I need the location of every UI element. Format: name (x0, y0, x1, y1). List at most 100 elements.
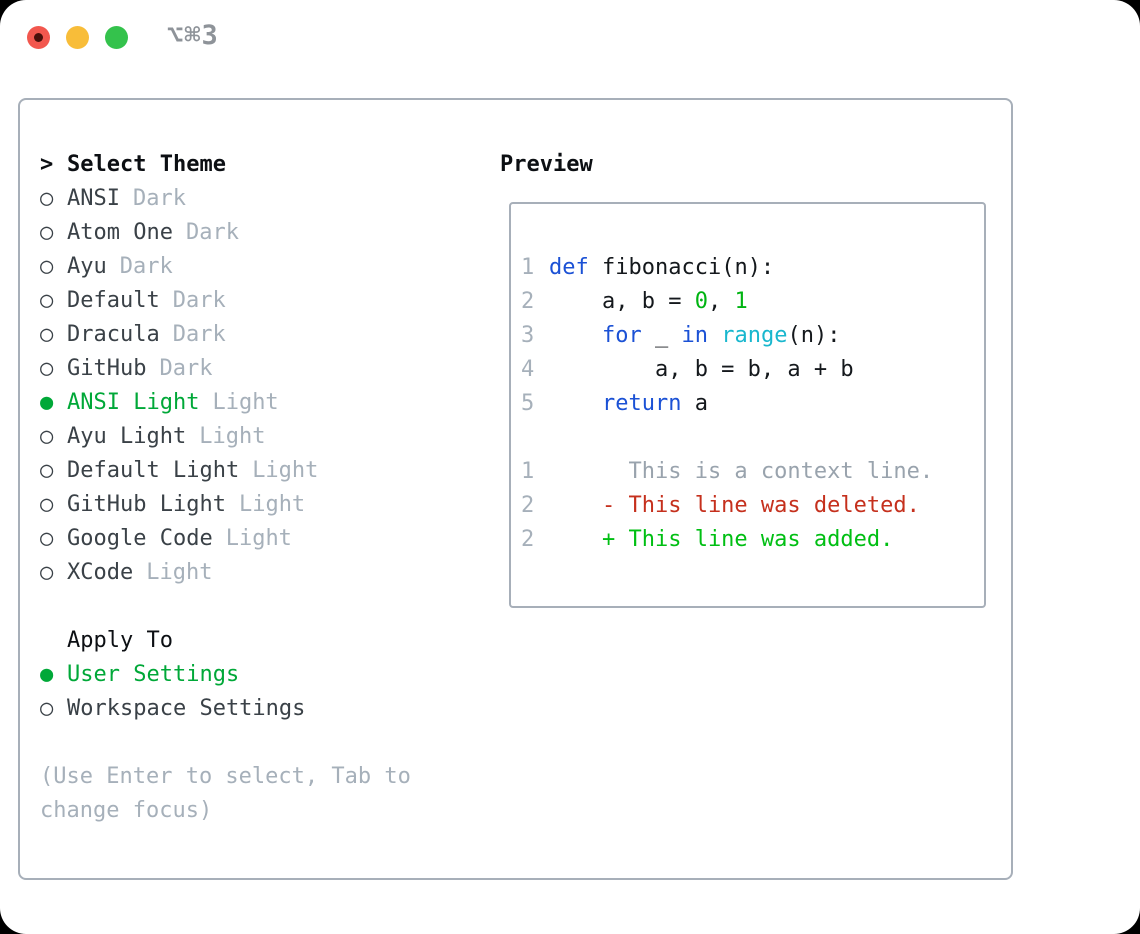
theme-option[interactable]: ○ Google Code Light (40, 522, 470, 556)
theme-option[interactable]: ○ GitHub Light Light (40, 488, 470, 522)
theme-variant-tag: Dark (172, 288, 226, 313)
theme-option[interactable]: ○ GitHub Dark (40, 352, 470, 386)
line-number: 5 (521, 391, 535, 416)
theme-name: ANSI Light (67, 390, 200, 415)
theme-variant-tag: Dark (132, 186, 186, 211)
titlebar: ⌥⌘3 (0, 0, 1140, 98)
theme-name: ANSI (67, 186, 120, 211)
apply-to-list: ● User Settings ○ Workspace Settings (40, 658, 470, 726)
theme-variant-tag: Light (146, 560, 213, 585)
theme-name: XCode (67, 560, 134, 585)
code-line: 2 a, b = 0, 1 (521, 285, 984, 319)
apply-to-option[interactable]: ● User Settings (40, 658, 470, 692)
code-line: 2 + This line was added. (521, 523, 984, 557)
theme-name: GitHub (67, 356, 147, 381)
code-segment: _ (641, 323, 682, 348)
theme-variant-tag: Light (212, 390, 279, 415)
zoom-button[interactable] (105, 26, 128, 49)
theme-name: Ayu (67, 254, 107, 279)
theme-name: GitHub Light (67, 492, 226, 517)
code-segment: , (707, 289, 735, 314)
theme-variant-tag: Dark (159, 356, 213, 381)
apply-to-label: Workspace Settings (67, 696, 306, 721)
theme-variant-tag: Light (238, 492, 306, 517)
code-segment (708, 323, 721, 348)
radio-unselected-icon: ○ (40, 186, 54, 211)
line-number: 4 (521, 357, 535, 382)
theme-option[interactable]: ○ Default Dark (40, 284, 470, 318)
radio-unselected-icon: ○ (40, 288, 54, 313)
theme-name: Atom One (67, 220, 173, 245)
radio-unselected-icon: ○ (40, 526, 54, 551)
theme-option[interactable]: ○ ANSI Dark (40, 182, 470, 216)
radio-unselected-icon: ○ (40, 696, 54, 721)
radio-unselected-icon: ○ (40, 322, 54, 347)
line-number: 3 (521, 323, 535, 348)
code-segment: range (721, 323, 788, 348)
code-segment: fibonacci(n): (588, 255, 775, 280)
theme-name: Default Light (67, 458, 240, 483)
code-segment: for (601, 323, 642, 348)
unsaved-indicator-icon (34, 33, 43, 42)
code-line: 4 a, b = b, a + b (521, 353, 984, 387)
code-segment (549, 323, 602, 348)
window-title: ⌥⌘3 (167, 20, 219, 51)
theme-variant-tag: Dark (119, 254, 173, 279)
theme-option[interactable]: ○ Atom One Dark (40, 216, 470, 250)
theme-variant-tag: Dark (172, 322, 226, 347)
code-segment: a, b = b, a + b (549, 357, 854, 382)
code-line: 1 def fibonacci(n): (521, 251, 984, 285)
focus-arrow-icon: > (40, 152, 54, 177)
code-segment: def (549, 255, 589, 280)
select-theme-title: Select Theme (67, 152, 226, 177)
code-line: 5 return a (521, 387, 984, 421)
apply-to-header: Apply To (40, 624, 470, 658)
radio-selected-icon: ● (40, 662, 54, 687)
close-button[interactable] (27, 26, 50, 49)
code-segment: return (601, 391, 682, 416)
radio-unselected-icon: ○ (40, 458, 54, 483)
radio-unselected-icon: ○ (40, 356, 54, 381)
theme-variant-tag: Light (225, 526, 292, 551)
theme-name: Ayu Light (67, 424, 187, 449)
code-line: 3 for _ in range(n): (521, 319, 984, 353)
code-segment: 0 (694, 289, 708, 314)
code-segment: (n): (787, 323, 841, 348)
apply-to-option[interactable]: ○ Workspace Settings (40, 692, 470, 726)
line-number: 2 (521, 493, 535, 518)
minimize-button[interactable] (66, 26, 89, 49)
radio-unselected-icon: ○ (40, 424, 54, 449)
radio-selected-icon: ● (40, 390, 54, 415)
radio-unselected-icon: ○ (40, 492, 54, 517)
code-line: 1 This is a context line. (521, 455, 984, 489)
line-number: 1 (521, 459, 535, 484)
line-number: 2 (521, 289, 535, 314)
code-segment (549, 391, 602, 416)
apply-to-label: User Settings (67, 662, 240, 687)
theme-variant-tag: Light (252, 458, 319, 483)
theme-option[interactable]: ○ Default Light Light (40, 454, 470, 488)
line-number: 1 (521, 255, 535, 280)
theme-option[interactable]: ○ Ayu Dark (40, 250, 470, 284)
code-line: 2 - This line was deleted. (521, 489, 984, 523)
line-number: 2 (521, 527, 535, 552)
code-segment: a, b = (549, 289, 695, 314)
code-segment: a (681, 391, 708, 416)
preview-title: Preview (500, 152, 593, 177)
code-segment: + This line was added. (549, 527, 894, 552)
radio-unselected-icon: ○ (40, 254, 54, 279)
theme-name: Default (67, 288, 160, 313)
theme-name: Google Code (67, 526, 213, 551)
theme-option[interactable]: ● ANSI Light Light (40, 386, 470, 420)
theme-variant-tag: Dark (185, 220, 239, 245)
radio-unselected-icon: ○ (40, 220, 54, 245)
code-segment: This is a context line. (549, 459, 934, 484)
